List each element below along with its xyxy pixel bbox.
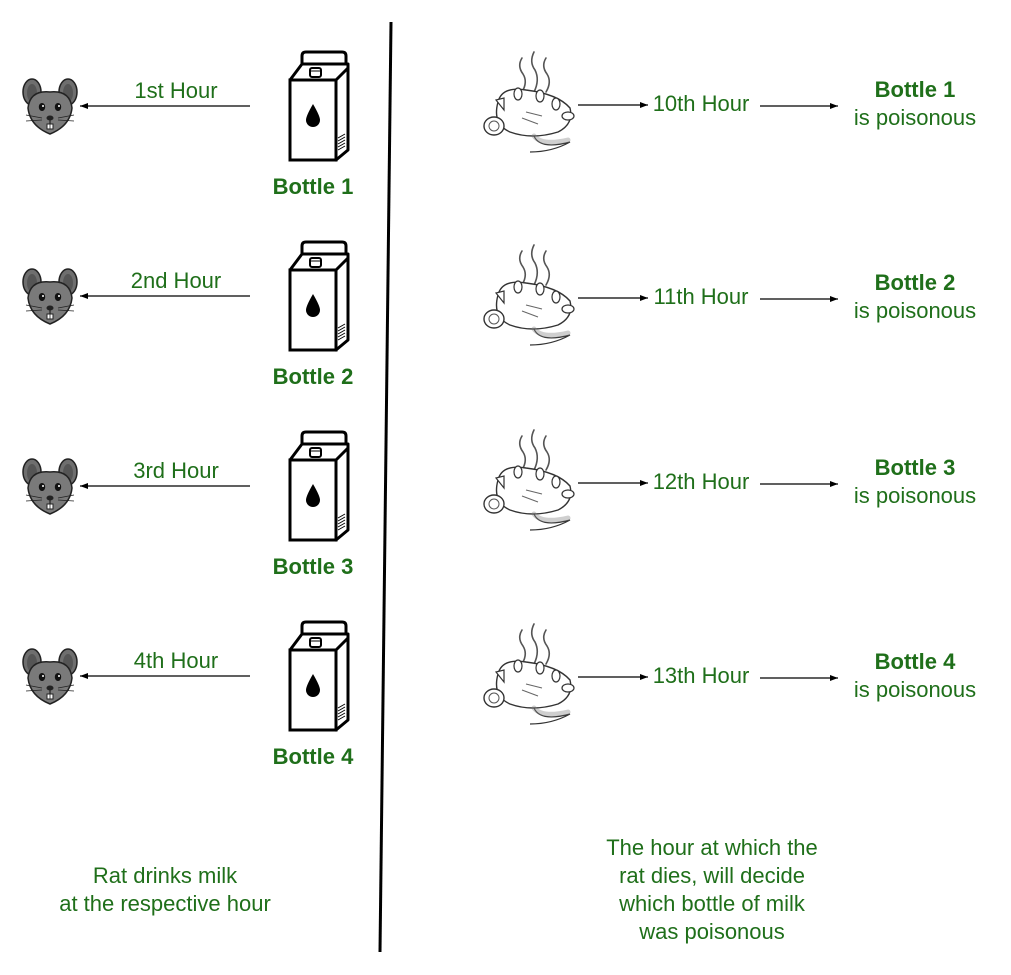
dead-rat-icon — [483, 51, 575, 153]
milk-carton-icon — [288, 240, 350, 352]
rat-head-icon — [22, 648, 78, 705]
milk-carton-icon — [288, 430, 350, 542]
poison-bottle-label: Bottle 3 — [874, 455, 956, 480]
arrow-right — [760, 103, 838, 109]
milk-carton-icon — [288, 50, 350, 162]
poison-result: Bottle 4 is poisonous — [835, 648, 995, 704]
rat-head-icon — [22, 268, 78, 325]
right-caption: The hour at which the rat dies, will dec… — [606, 835, 818, 944]
poison-bottle-label: Bottle 4 — [874, 649, 956, 674]
arrow-right — [578, 480, 648, 486]
death-hour-label: 10th Hour — [652, 91, 750, 116]
arrow-right — [760, 675, 838, 681]
dead-rat-icon — [483, 429, 575, 531]
drink-hour-label: 2nd Hour — [130, 268, 222, 293]
arrow-left — [80, 293, 250, 299]
left-caption: Rat drinks milk at the respective hour — [59, 863, 271, 916]
poison-verdict-label: is poisonous — [853, 298, 977, 323]
drink-hour-label: 3rd Hour — [133, 458, 219, 483]
arrow-left — [80, 103, 250, 109]
death-hour-label: 13th Hour — [652, 663, 750, 688]
rat-head-icon — [22, 78, 78, 135]
arrow-right — [578, 674, 648, 680]
bottle-label: Bottle 3 — [272, 554, 354, 579]
poison-result: Bottle 2 is poisonous — [835, 269, 995, 325]
arrow-right — [578, 295, 648, 301]
bottle-label: Bottle 2 — [272, 364, 354, 389]
arrow-right — [578, 102, 648, 108]
poison-result: Bottle 3 is poisonous — [835, 454, 995, 510]
death-hour-label: 11th Hour — [653, 284, 749, 309]
death-hour-label: 12th Hour — [652, 469, 750, 494]
poison-verdict-label: is poisonous — [853, 105, 977, 130]
poison-result: Bottle 1 is poisonous — [835, 76, 995, 132]
poison-verdict-label: is poisonous — [853, 677, 977, 702]
drink-hour-label: 1st Hour — [134, 78, 218, 103]
milk-carton-icon — [288, 620, 350, 732]
bottle-label: Bottle 4 — [272, 744, 354, 769]
arrow-right — [760, 481, 838, 487]
bottle-label: Bottle 1 — [272, 174, 354, 199]
poison-verdict-label: is poisonous — [853, 483, 977, 508]
arrow-left — [80, 483, 250, 489]
drink-hour-label: 4th Hour — [133, 648, 219, 673]
dead-rat-icon — [483, 623, 575, 725]
rat-head-icon — [22, 458, 78, 515]
dead-rat-icon — [483, 244, 575, 346]
arrow-left — [80, 673, 250, 679]
poison-bottle-label: Bottle 2 — [874, 270, 956, 295]
arrow-right — [760, 296, 838, 302]
poison-bottle-label: Bottle 1 — [874, 77, 956, 102]
